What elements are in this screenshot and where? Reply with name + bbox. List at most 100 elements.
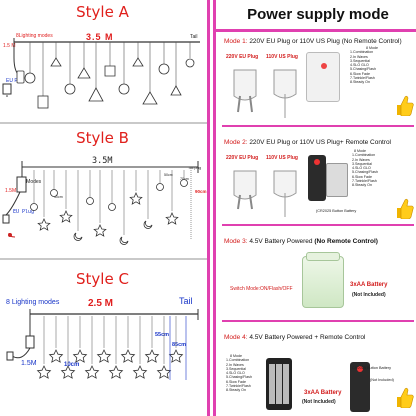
- mode-4-mode-list: 8 Mode 1.Combination 2.In Waves 3.Sequen…: [226, 354, 252, 393]
- mode-3-suffix: (No Remote Control): [314, 238, 378, 245]
- style-c-drop-2: 55cm: [155, 332, 170, 338]
- style-b-lead-length: 1.5M: [5, 188, 17, 194]
- style-c-lead-length: 1.5M: [21, 360, 37, 367]
- mode-3-switch-label: Switch Mode:ON/Flash/OFF: [230, 286, 293, 292]
- mode-1-list-7: 7.Twinkle/Flash: [350, 76, 375, 81]
- mode-4-battery-label: 3xAA Battery: [304, 390, 342, 396]
- mode-3-row: Mode 3: 4.5V Battery Powered (No Remote …: [222, 228, 414, 322]
- mode-4-remote-power[interactable]: [357, 366, 363, 372]
- mode-2-list-8: 8.Steady On: [352, 183, 372, 188]
- style-c-panel: Style C 8 Lighting modes 2.5 M Tail 1.5M…: [0, 262, 207, 416]
- mode-2-remote: [308, 155, 326, 201]
- mode-1-list-8: 8.Steady On: [350, 80, 370, 85]
- mode-1-list-5: 5.Chasing/Flash: [350, 67, 376, 72]
- mode-1-prefix: Mode 1:: [224, 38, 248, 45]
- mode-2-plug-b-label: 110V US Plug: [266, 155, 298, 161]
- style-a-lead-length: 1.5 M: [3, 43, 16, 49]
- mode-1-list-3: 3.Sequential: [350, 58, 370, 63]
- mode-4-cell-2: [276, 364, 282, 404]
- style-c-diagram: [6, 309, 199, 380]
- style-b-tail: Tail plug: [188, 166, 202, 170]
- style-a-panel: Style A 8Lighting modes 3.5 M Tail 1.5 M…: [0, 0, 207, 124]
- style-a-tail: Tail: [190, 34, 198, 40]
- mode-4-battery-box: [266, 358, 292, 410]
- mode-4-list-5: 5.Chasing/Flash: [226, 375, 252, 380]
- mode-4-list-3: 3.Sequential: [226, 366, 246, 371]
- mode-4-cell-3: [283, 364, 289, 404]
- mode-1-mode-list: 8 Mode 1.Combination 2.In Waves 3.Sequen…: [350, 46, 378, 85]
- mode-2-list-2: 2.In Waves: [352, 157, 370, 162]
- mode-2-list-4: 4.SLO GLO: [352, 166, 371, 171]
- style-b-drop-1: 30cm: [54, 195, 63, 199]
- style-a-modes-label: 8Lighting modes: [16, 33, 53, 39]
- mode-2-plug-a-label: 220V EU Plug: [226, 155, 259, 161]
- style-b-length: 3.5M: [92, 156, 113, 166]
- mode-3-battery-lid: [306, 252, 340, 261]
- mode-3-label: Mode 3: 4.5V Battery Powered (No Remote …: [224, 238, 378, 245]
- style-b-panel: Style B 3.5M Tail plug 1.5M 8 Modes EU P…: [0, 125, 207, 260]
- mode-1-label: Mode 1: 220V EU Plug or 110V US Plug (No…: [224, 38, 402, 45]
- style-a-length: 3.5 M: [86, 32, 114, 42]
- right-column: [213, 0, 416, 416]
- mode-2-controller: [326, 163, 348, 197]
- mode-4-list-6: 6.Slow Fade: [226, 379, 246, 384]
- mode-4-button-note: (Not Included): [370, 378, 394, 382]
- mode-1-thumbs-up-icon: [397, 95, 414, 116]
- mode-3-text: 4.5V Battery Powered: [249, 238, 313, 245]
- mode-1-button: [321, 63, 327, 69]
- mode-2-row: Mode 2: 220V EU Plug or 110V US Plug+ Re…: [222, 129, 414, 226]
- style-c-drop-1: 10cm: [64, 362, 80, 368]
- mode-3-battery-label: 3xAA Battery: [350, 282, 388, 288]
- mode-1-plug-a-label: 220V EU Plug: [226, 54, 259, 60]
- mode-1-list-1: 1.Combination: [350, 50, 374, 55]
- mode-3-battery-note: (Not Included): [352, 292, 386, 298]
- mode-2-mode-list: 8 Mode 1.Combination 2.In Waves 3.Sequen…: [352, 149, 378, 188]
- mode-4-cell-1: [269, 364, 275, 404]
- mode-2-text: 220V EU Plug or 110V US Plug+ Remote Con…: [249, 139, 392, 146]
- mode-2-list-1: 1.Combination: [352, 153, 376, 158]
- mode-4-label: Mode 4: 4.5V Battery Powered + Remote Co…: [224, 334, 365, 341]
- style-b-title: Style B: [76, 129, 129, 147]
- style-a-title: Style A: [76, 3, 129, 21]
- mode-2-thumbs-up-icon: [397, 198, 414, 219]
- mode-2-list-7: 7.Twinkle/Flash: [352, 179, 377, 184]
- mode-4-list-7: 7.Twinkle/Flash: [226, 384, 251, 389]
- mode-4-button-battery: CR2025 Button Battery: [352, 366, 392, 370]
- mode-1-list-4: 4.SLO GLO: [350, 63, 369, 68]
- mode-2-list-6: 6.Slow Fade: [352, 174, 372, 179]
- power-supply-title: Power supply mode: [247, 6, 389, 23]
- mode-1-text: 220V EU Plug or 110V US Plug (No Remote …: [249, 38, 402, 45]
- style-c-length: 2.5 M: [88, 298, 114, 309]
- mode-4-thumbs-up-icon: [397, 387, 414, 408]
- style-b-plug: EU Plug: [13, 209, 35, 215]
- mode-4-list-4: 4.SLO GLO: [226, 371, 245, 376]
- mode-2-remote-power[interactable]: [314, 159, 320, 165]
- mode-2-label: Mode 2: 220V EU Plug or 110V US Plug+ Re…: [224, 139, 391, 146]
- style-c-title: Style C: [76, 270, 129, 288]
- mode-4-battery-note: (Not Included): [302, 399, 336, 405]
- mode-2-list-5: 5.Chasing/Flash: [352, 170, 378, 175]
- power-title-divider: [216, 29, 416, 32]
- mode-1-plugs: [233, 69, 297, 118]
- mode-3-battery-box: [302, 256, 344, 308]
- mode-2-prefix: Mode 2:: [224, 139, 248, 146]
- mode-1-list-6: 6.Slow Fade: [350, 71, 370, 76]
- mode-2-plugs: [233, 170, 297, 217]
- mode-4-remote: [350, 362, 370, 412]
- mode-1-row: Mode 1: 220V EU Plug or 110V US Plug (No…: [222, 32, 414, 127]
- mode-4-text: 4.5V Battery Powered + Remote Control: [249, 334, 366, 341]
- style-c-modes-label: 8 Lighting modes: [6, 299, 60, 306]
- mode-1-controller: [306, 52, 340, 102]
- style-a-plug: EU Plug: [6, 78, 25, 84]
- mode-4-list-0: 8 Mode: [230, 354, 242, 358]
- mode-2-battery-label: (CR2025 Button Battery: [316, 209, 357, 213]
- mode-2-list-3: 3.Sequential: [352, 161, 372, 166]
- style-a-diagram: [2, 38, 200, 109]
- mode-4-row: Mode 4: 4.5V Battery Powered + Remote Co…: [222, 324, 414, 416]
- mode-4-list-2: 2.In Waves: [226, 362, 244, 367]
- style-b-drop-3: 70cm: [180, 177, 189, 181]
- mode-3-prefix: Mode 3:: [224, 238, 248, 245]
- style-b-drop-2: 90cm: [195, 189, 207, 194]
- style-c-tail: Tail: [179, 296, 193, 306]
- mode-4-list-1: 1.Combination: [226, 358, 250, 363]
